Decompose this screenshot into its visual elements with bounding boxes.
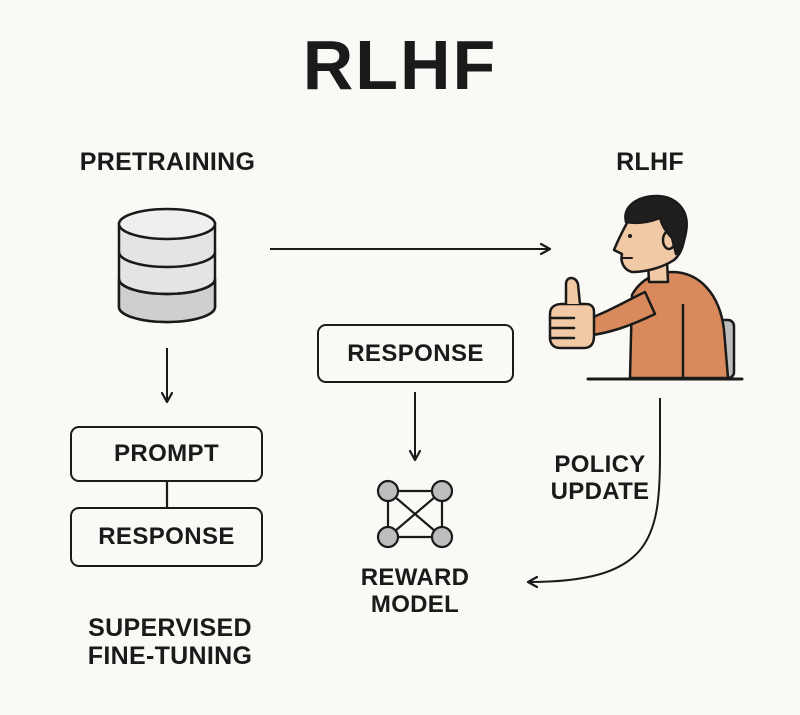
neural-network-icon	[376, 479, 454, 549]
prompt-box: PROMPT	[70, 426, 263, 482]
supervised-fine-tuning-label: SUPERVISED FINE-TUNING	[87, 614, 253, 670]
rlhf-response-box: RESPONSE	[317, 324, 514, 383]
pretraining-heading: PRETRAINING	[79, 148, 256, 176]
policy-update-label: POLICY UPDATE	[550, 451, 650, 505]
database-icon	[117, 207, 217, 324]
person-thumbs-up-icon	[548, 194, 744, 381]
diagram-title: RLHF	[302, 26, 498, 104]
sft-response-box: RESPONSE	[70, 507, 263, 567]
rlhf-heading: RLHF	[616, 148, 684, 176]
reward-model-label: REWARD MODEL	[360, 564, 470, 618]
policy-update-arrow	[528, 398, 661, 582]
